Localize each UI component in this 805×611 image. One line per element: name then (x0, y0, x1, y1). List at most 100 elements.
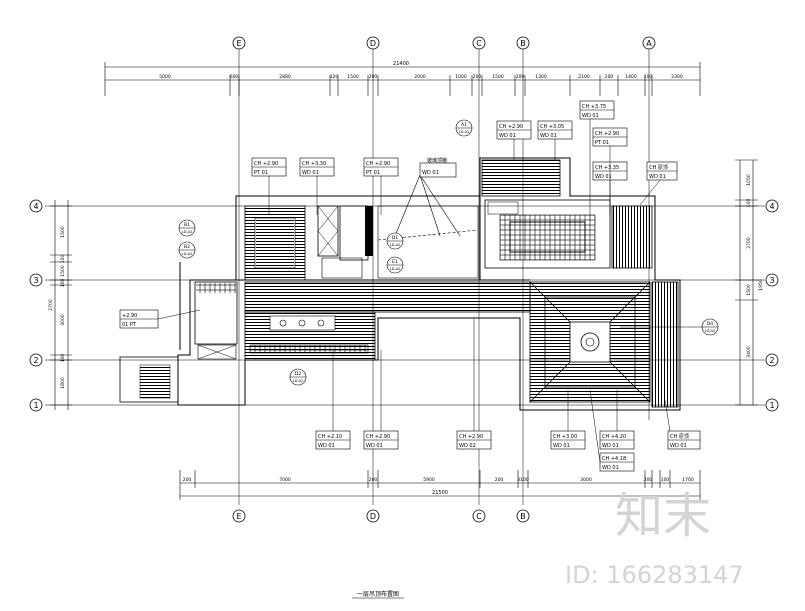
callout: B2 LD-A2 (178, 241, 196, 259)
dim-top-seg: 2100 (578, 74, 590, 80)
tag-line2: WD 01 (553, 443, 570, 449)
dim-bottom-seg: 200 (495, 477, 504, 483)
dim-top-seg: 100 (644, 74, 653, 80)
callout-bottom: LD-A2 (293, 379, 303, 383)
tag: CH +3.00 WD 01 (550, 430, 586, 450)
callout-top: D4 (707, 321, 713, 327)
tag: WD 01 (419, 162, 457, 178)
dim-bottom-seg: 3000 (580, 477, 592, 483)
dim-top-seg: 200 (473, 74, 482, 80)
dim-bottom-seg: 7000 (279, 477, 291, 483)
dim-top-seg: 200 (605, 74, 614, 80)
dim-bottom-seg: 200 (183, 477, 192, 483)
dim-right-seg: 1950 (758, 279, 764, 291)
tag-line2: WD 01 (540, 133, 557, 139)
dim-top-seg: 1400 (625, 74, 637, 80)
skylight-note: 玻璃顶棚 (427, 157, 447, 164)
dim-left-seg: 100 (60, 255, 66, 264)
ceiling-wood-panel-right (611, 205, 653, 269)
dim-right-seg: 1050 (746, 174, 752, 186)
tag-line2: WD 02 (459, 443, 476, 449)
tag-line2: WD 01 (366, 443, 383, 449)
axis-label-E-top: E (236, 39, 241, 48)
axis-label-D-bottom: D (370, 512, 376, 521)
callout: B1 LD-A2 (178, 219, 196, 237)
tag: CH +4.20 WD 01 (599, 430, 635, 450)
dim-top-seg: 600 (230, 74, 239, 80)
axis-label-C-top: C (476, 39, 482, 48)
axis-label-B-bottom: B (520, 512, 526, 521)
axis-label-3-right: 3 (769, 276, 774, 285)
dim-left-seg: 1500 (60, 226, 66, 238)
callout-bottom: LD-A2 (390, 243, 400, 247)
tag-line1: CH +2.90 (499, 124, 523, 130)
tag: CH +4.18 WD 01 (599, 452, 635, 472)
callout-top: E1 (392, 259, 398, 265)
ceiling-wood-band-top (481, 159, 561, 197)
tag-line2: WD 01 (422, 170, 439, 176)
dimension-bottom (179, 470, 701, 500)
dim-left-seg: 100 (60, 279, 66, 288)
wall-column (365, 206, 373, 256)
section-callouts: A1 LD-A1 B1 LD-A2 B2 LD-A2 D1 LD-A2 E1 L… (178, 119, 719, 386)
callout-bottom: LD-A2 (182, 230, 192, 234)
callout-top: D2 (295, 371, 301, 377)
tag: CH +2.90 PT 01 (363, 157, 399, 177)
tag-line2: PT 01 (254, 170, 268, 176)
callout: A1 LD-A1 (455, 119, 473, 137)
tag: CH 原顶 WD 01 (667, 430, 701, 450)
dim-top-seg: 2300 (671, 74, 683, 80)
tag: CH +2.90 WD 02 (456, 430, 492, 450)
dimension-left (50, 200, 72, 410)
tag: +2.90 01 PT (119, 309, 159, 329)
tag-line2: WD 01 (582, 113, 599, 119)
tag-line1: CH 原顶 (670, 434, 689, 440)
tag-line1: CH 原顶 (649, 165, 668, 171)
tag-line2: WD 01 (602, 465, 619, 471)
callout: E1 LD-A2 (386, 256, 404, 274)
axis-label-2-left: 2 (33, 356, 38, 365)
dim-left-seg: 1800 (60, 377, 66, 389)
light-trough (249, 344, 369, 354)
tag: CH +3.75 WD 01 (579, 100, 615, 120)
dim-bottom-seg: 5900 (423, 477, 435, 483)
dim-right-seg: 100 (746, 199, 752, 208)
tag-line1: CH +4.18 (602, 456, 626, 462)
tag-line1: CH +3.35 (595, 165, 619, 171)
tag: CH +2.90 PT 01 (251, 157, 287, 177)
callout-bottom: LD-A2 (182, 252, 192, 256)
axis-label-4-right: 4 (769, 202, 774, 211)
dimension-top (104, 62, 701, 96)
axis-label-1-right: 1 (769, 401, 774, 410)
ceiling-wood-panel-east (651, 281, 679, 408)
axis-label-2-right: 2 (769, 356, 774, 365)
axis-label-1-left: 1 (33, 401, 38, 410)
callout: D4 LD-A2 (620, 318, 719, 336)
dim-left-seg: 3000 (60, 314, 66, 326)
dim-bottom-seg: 100 (661, 477, 670, 483)
room-left-service (194, 281, 238, 345)
dim-bottom-seg: 1700 (682, 477, 694, 483)
dim-top-seg: 120 (330, 74, 339, 80)
tag-line2: WD 01 (595, 174, 612, 180)
tag-line2: WD 01 (649, 174, 666, 180)
callout-bottom: LD-A1 (459, 130, 469, 134)
stair-entry (119, 356, 179, 403)
watermark-id: ID: 166283147 (565, 561, 744, 589)
tag-line2: WD 01 (670, 443, 687, 449)
dim-bottom-seg: 200 (369, 477, 378, 483)
tag-line2: PT 01 (366, 170, 380, 176)
axis-bubbles-left: 4 3 2 1 (29, 199, 43, 412)
tag: CH 原顶 WD 01 (646, 161, 678, 181)
tag-line2: 01 PT (122, 322, 137, 328)
tag-line1: CH +3.00 (553, 434, 577, 440)
tag-line1: CH +4.20 (602, 434, 626, 440)
tag: CH +2.10 WD 01 (315, 430, 351, 450)
dim-top-seg: 2880 (279, 74, 291, 80)
room-left-service-band (196, 283, 236, 293)
skylight-area (377, 205, 479, 279)
tag: CH +2.90 PT 01 (592, 127, 628, 147)
dim-top-seg: 2000 (414, 74, 426, 80)
dim-right-seg: 1500 (746, 284, 752, 296)
pendant-light-strip (269, 315, 336, 331)
